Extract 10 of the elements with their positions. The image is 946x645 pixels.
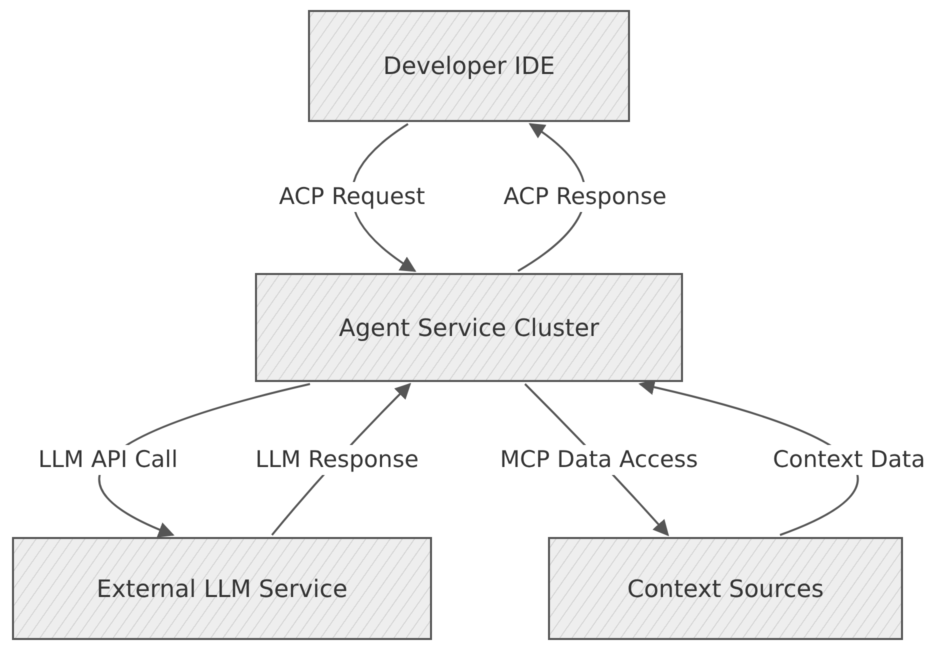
arrow bbox=[99, 383, 310, 537]
process-box bbox=[12, 537, 432, 640]
node-label: Developer IDE bbox=[383, 52, 555, 80]
process-box bbox=[548, 537, 903, 640]
node-label: External LLM Service bbox=[96, 574, 348, 602]
arrow bbox=[638, 380, 858, 536]
node-label: Agent Service Cluster bbox=[338, 314, 600, 342]
process-box bbox=[308, 10, 630, 122]
process-box bbox=[255, 273, 683, 382]
node-label: Context Sources bbox=[627, 574, 824, 602]
